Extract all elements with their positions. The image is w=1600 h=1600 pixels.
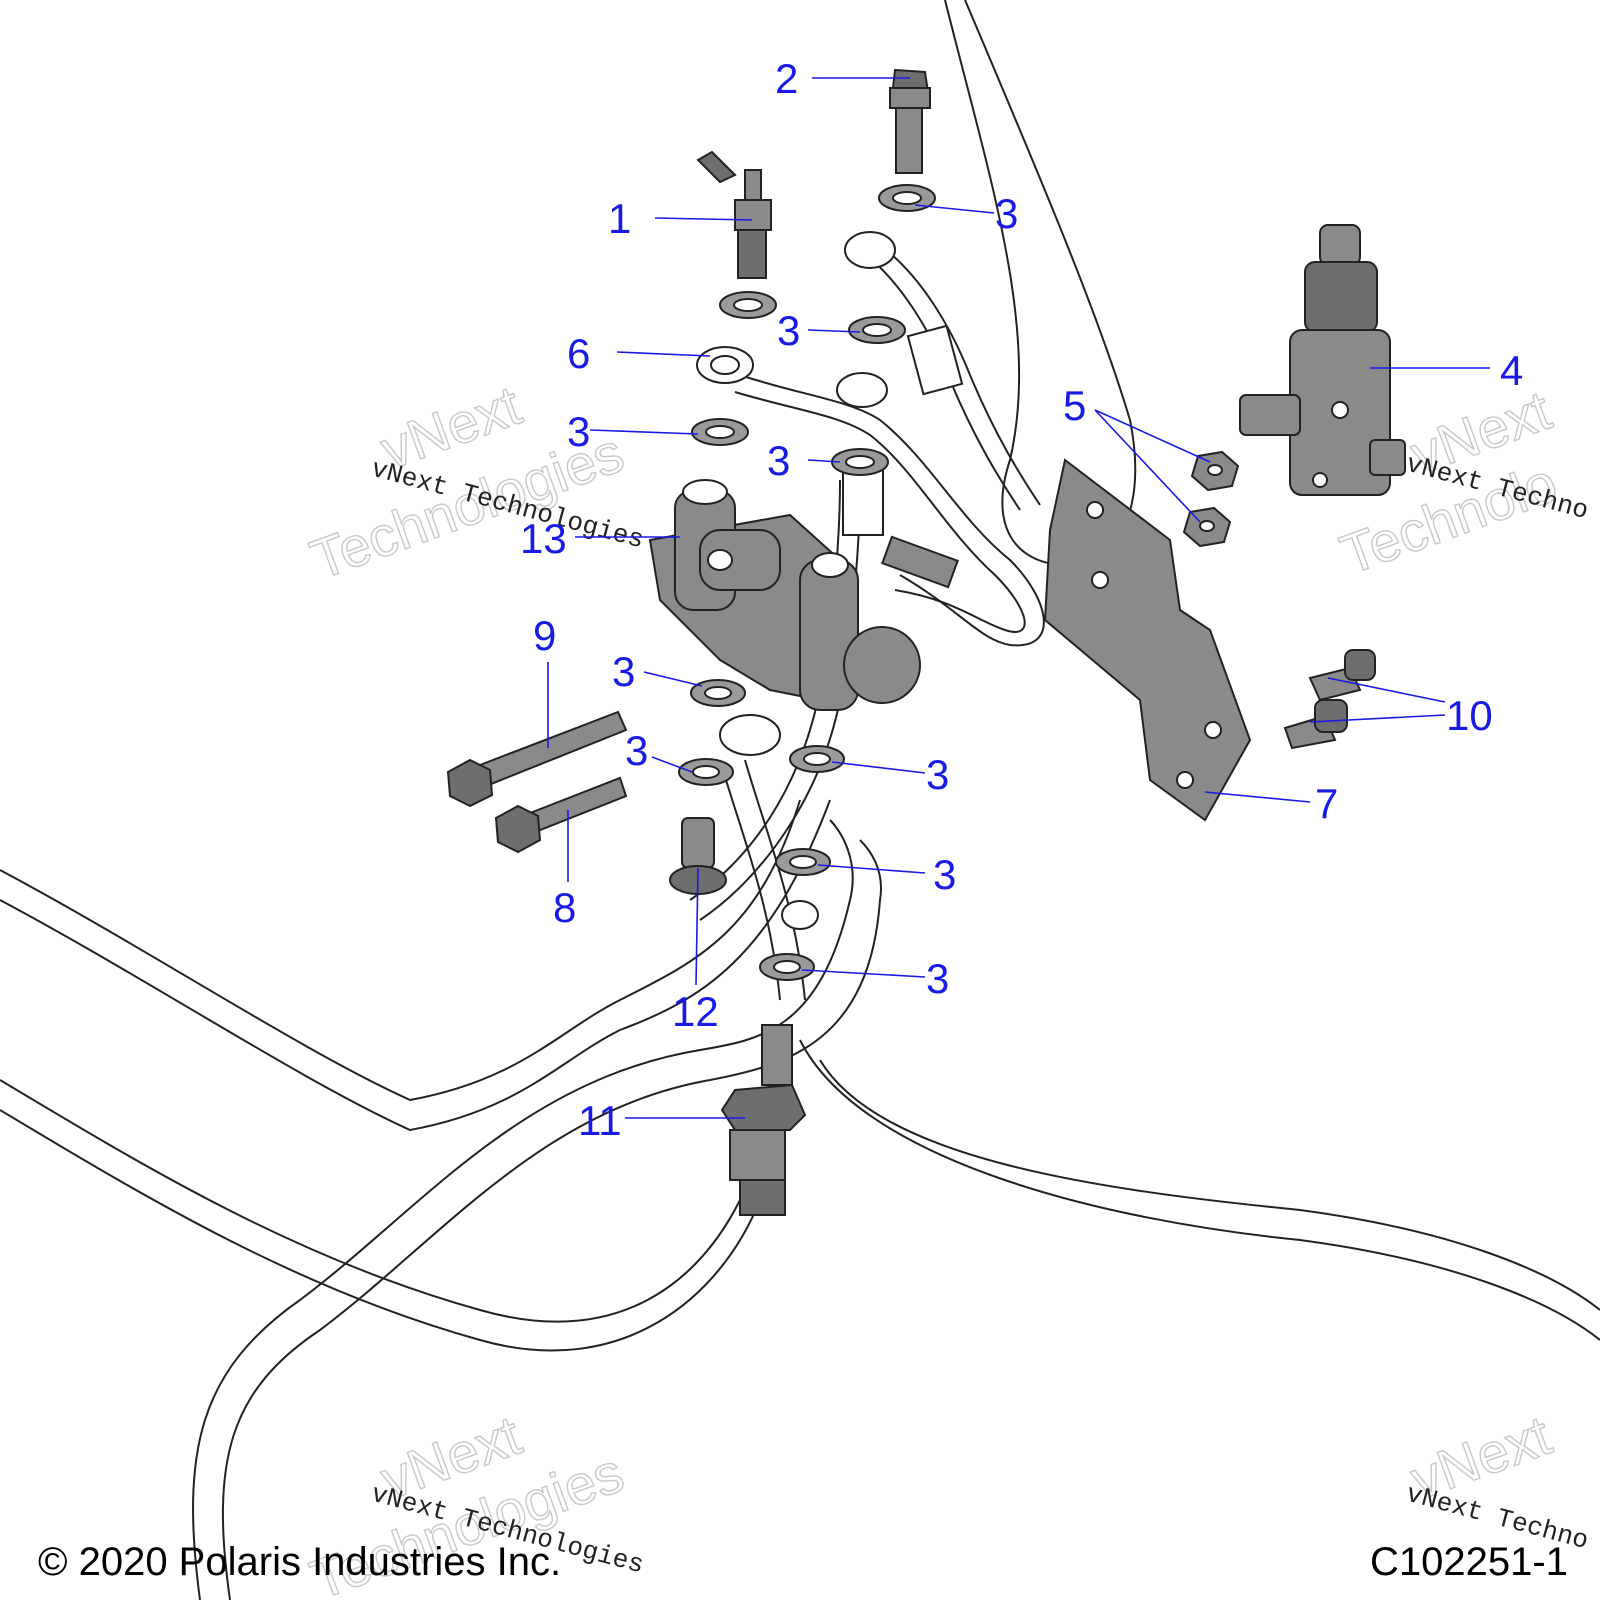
mounting-bracket-7 bbox=[1043, 458, 1252, 822]
callout-1: 1 bbox=[608, 195, 631, 242]
proportioning-valve-4 bbox=[1239, 224, 1406, 496]
callout-3h: 3 bbox=[933, 851, 956, 898]
bleeder-valve-1 bbox=[696, 150, 772, 279]
drawing-code: C102251-1 bbox=[1370, 1540, 1568, 1584]
bolt-8 bbox=[494, 776, 628, 854]
copyright-text: © 2020 Polaris Industries Inc. bbox=[38, 1540, 561, 1584]
callout-3g: 3 bbox=[926, 751, 949, 798]
brake-line-6 bbox=[696, 346, 1045, 647]
brake-hose bbox=[719, 231, 1041, 930]
callout-7: 7 bbox=[1315, 780, 1338, 827]
callout-12: 12 bbox=[672, 988, 719, 1035]
callout-11: 11 bbox=[578, 1097, 622, 1144]
callout-3f: 3 bbox=[625, 727, 648, 774]
callout-3c: 3 bbox=[567, 408, 590, 455]
callout-3i: 3 bbox=[926, 955, 949, 1002]
callout-3b: 3 bbox=[777, 307, 800, 354]
nuts-5 bbox=[1182, 450, 1240, 548]
banjo-bolt-2 bbox=[889, 68, 931, 174]
callout-9: 9 bbox=[533, 612, 556, 659]
callout-5: 5 bbox=[1063, 382, 1086, 429]
callout-8: 8 bbox=[553, 884, 576, 931]
leader-lines bbox=[547, 77, 1490, 1119]
callout-3a: 3 bbox=[995, 190, 1018, 237]
bolt-9 bbox=[446, 710, 628, 808]
fitting-11 bbox=[720, 1024, 807, 1216]
callout-3d: 3 bbox=[767, 437, 790, 484]
push-pins-10 bbox=[1283, 649, 1376, 750]
callouts: 1 2 3 3 3 3 3 3 3 3 3 4 5 6 7 8 9 10 11 … bbox=[520, 55, 1523, 1144]
callout-3e: 3 bbox=[612, 648, 635, 695]
callout-13: 13 bbox=[520, 515, 567, 562]
callout-4: 4 bbox=[1500, 347, 1523, 394]
callout-6: 6 bbox=[567, 330, 590, 377]
washers-3 bbox=[678, 184, 936, 981]
distribution-block-13 bbox=[648, 479, 921, 711]
callout-2: 2 bbox=[775, 55, 798, 102]
callout-10: 10 bbox=[1446, 692, 1493, 739]
